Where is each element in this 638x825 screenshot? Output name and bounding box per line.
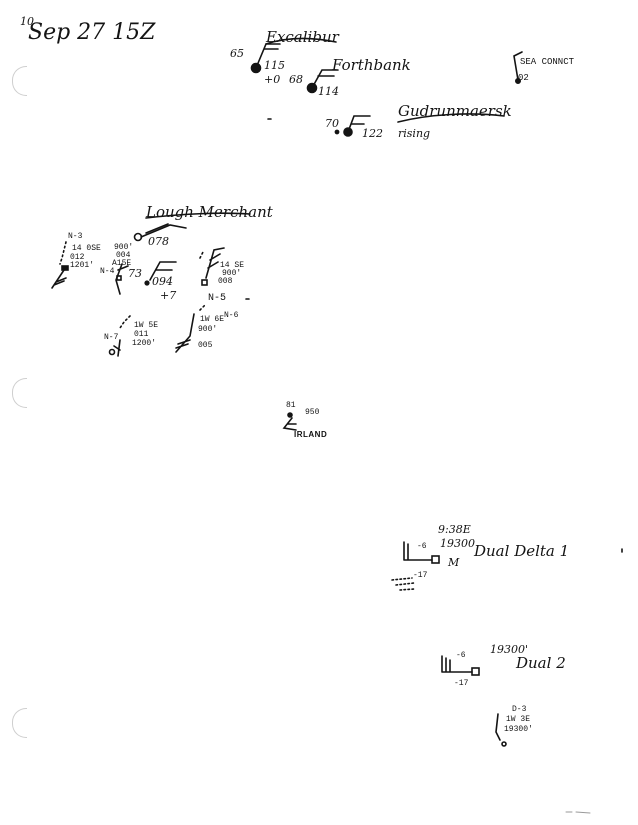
excalibur-temp: 65 <box>230 47 244 60</box>
n3-label: N-3 <box>68 232 83 241</box>
n7-bearing: 1W 5E <box>134 321 159 330</box>
n6-value: 900' <box>198 325 218 334</box>
irland-value: 950 <box>305 408 320 417</box>
irland-dot <box>287 412 293 418</box>
n5-bearing: 14 SE <box>220 261 245 270</box>
lough-merchant-name: Lough Merchant <box>146 203 273 221</box>
n4-barb <box>115 263 129 295</box>
d3-bearing: 1W 3E <box>506 715 531 724</box>
forthbank-pressure: 114 <box>318 85 339 98</box>
irland-temp: 81 <box>286 401 296 410</box>
n6-label: N-6 <box>224 311 239 320</box>
excalibur-underline <box>265 37 337 45</box>
sea-connect-dot <box>514 78 521 85</box>
forthbank-name: Forthbank <box>332 56 411 74</box>
forthbank-wind-barb <box>311 69 339 89</box>
gudrunmaersk-wind-barb <box>347 115 371 133</box>
excalibur-name: Excalibur <box>266 28 339 46</box>
d3-label: D-3 <box>512 705 527 714</box>
sea-connect-name: SEA CONNCT <box>520 57 575 67</box>
dual-2-station-box <box>471 667 480 676</box>
n7-dotted-trail <box>119 315 131 329</box>
n5-code: 008 <box>218 277 233 286</box>
n7-line3: 1200' <box>132 339 157 348</box>
dual-2-barbs <box>441 655 473 673</box>
n3-line3: 1201' <box>70 261 95 270</box>
lough-merchant-value: 094 <box>152 275 173 288</box>
n3-dotted-trail <box>59 241 67 265</box>
n4-station-box <box>116 275 122 281</box>
dual-2-minus17: -17 <box>454 679 469 688</box>
index-mark: 10 <box>20 15 34 28</box>
dual-2-minus6: -6 <box>456 651 466 660</box>
sea-connect-value: 02 <box>518 73 529 83</box>
n6-barb <box>175 313 195 353</box>
lough-merchant-tendency: +7 <box>160 289 177 302</box>
n6-dotted-trail <box>199 303 207 311</box>
lough-merchant-temp: 73 <box>128 267 142 280</box>
gudrunmaersk-note: rising <box>398 127 431 140</box>
n6-bearing: 1W 6E <box>200 315 225 324</box>
lough-merchant-square <box>144 280 150 286</box>
n7-line2: 011 <box>134 330 149 339</box>
n3-line2: 012 <box>70 253 85 262</box>
n7-station <box>108 348 116 356</box>
lough-merchant-barb-2 <box>149 261 177 281</box>
gudrunmaersk-underline <box>397 113 505 123</box>
gudrunmaersk-temp: 70 <box>325 117 339 130</box>
dual-delta-1-time: 9:38E <box>438 523 471 536</box>
gudrunmaersk-small-dot <box>334 129 340 135</box>
dual-delta-1-minus17: -17 <box>413 571 428 580</box>
n5-dotted-trail <box>199 249 205 259</box>
n5-value: 900' <box>222 269 242 278</box>
gudrunmaersk-pressure: 122 <box>362 127 383 140</box>
excalibur-pressure: 115 <box>264 59 285 72</box>
n3-station-box <box>61 265 69 271</box>
n3-line5: 004 <box>116 251 131 260</box>
irland-name: IRLAND <box>294 430 328 439</box>
irland-barb <box>282 417 297 431</box>
forthbank-temp: 68 <box>289 73 303 86</box>
n7-label: N-7 <box>104 333 119 342</box>
lough-merchant-barb <box>140 223 187 238</box>
n3-barb <box>51 269 67 289</box>
corner-smudge <box>565 811 591 814</box>
dual-delta-1-stippling <box>391 577 415 591</box>
d3-station <box>501 741 507 747</box>
sea-connect-barb <box>513 51 523 81</box>
dual-delta-1-station-box <box>431 555 440 564</box>
n7-barb <box>113 339 121 357</box>
dual-delta-1-m: M <box>448 556 460 569</box>
page-date: Sep 27 15Z <box>28 20 156 45</box>
n3-bearing: 14 0SE <box>72 244 101 253</box>
n3-line4: 900' <box>114 243 134 252</box>
d3-alt: 19300' <box>504 725 533 734</box>
lough-merchant-underline <box>145 212 251 219</box>
dual-delta-1-name: Dual Delta 1 <box>474 542 570 560</box>
excalibur-tendency: +0 <box>264 73 281 86</box>
dual-delta-1-alt: 19300 <box>440 537 475 550</box>
d3-barb <box>495 713 501 741</box>
n5-barb <box>205 247 225 279</box>
n6-code: 005 <box>198 341 213 350</box>
dual-2-alt: 19300' <box>490 643 529 656</box>
n5-label: N-5 <box>208 293 227 304</box>
dual-2-name: Dual 2 <box>516 654 566 672</box>
n5-station-box <box>201 279 208 286</box>
dual-delta-1-minus6: -6 <box>417 542 427 551</box>
n4-label: N-4 <box>100 267 115 276</box>
lough-merchant-pressure: 078 <box>148 235 169 248</box>
dual-delta-1-barbs <box>403 541 433 561</box>
